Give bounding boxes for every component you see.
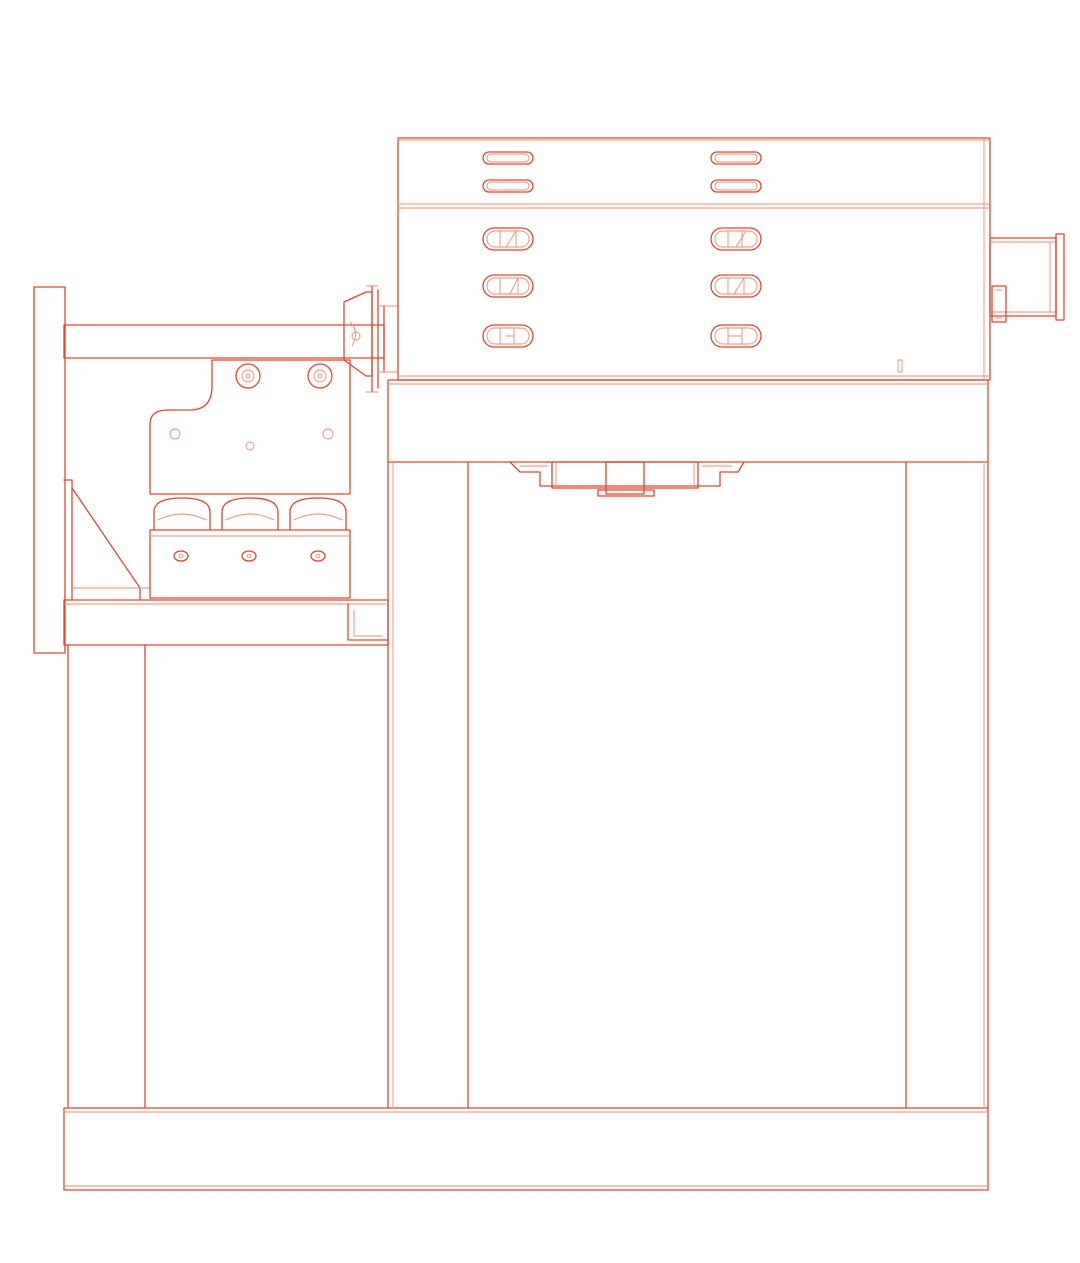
- main-frame: [387, 379, 989, 1109]
- under-motor: [509, 461, 745, 497]
- inspection-windows: [482, 227, 762, 348]
- rollers: [153, 497, 347, 531]
- drum-housing: [397, 137, 991, 381]
- side-frame: [33, 286, 389, 1109]
- vent-slots-top: [482, 151, 762, 193]
- roller-bracket: [149, 359, 351, 599]
- inlet-flange: [343, 285, 399, 393]
- base-plate: [63, 1107, 989, 1191]
- drive-motor: [989, 233, 1065, 323]
